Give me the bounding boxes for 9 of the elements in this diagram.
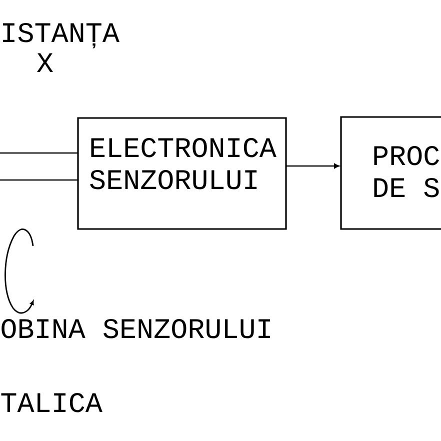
text-label: OBINA SENZORULUI bbox=[2, 319, 270, 338]
connector-line bbox=[0, 152, 78, 154]
process-box: PROC DE S bbox=[340, 116, 441, 230]
process-box: ELECTRONICA SENZORULUI bbox=[77, 117, 287, 230]
text-label: ISTANȚA bbox=[3, 23, 120, 48]
connector-line bbox=[0, 179, 78, 181]
variable-label: X bbox=[36, 53, 54, 72]
arrow bbox=[286, 164, 340, 168]
text-label: TALICA bbox=[1, 393, 102, 412]
